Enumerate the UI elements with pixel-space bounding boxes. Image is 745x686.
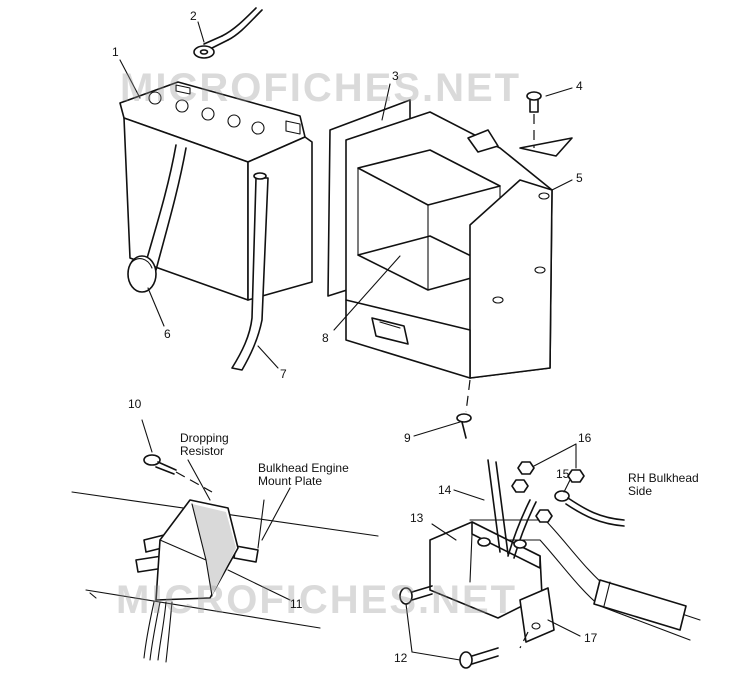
coil-assembly (399, 459, 701, 669)
box-screw-part (526, 91, 542, 148)
callout-10: 10 (128, 397, 142, 411)
callout-16: 16 (578, 431, 592, 445)
callout-2: 2 (190, 9, 197, 23)
callout-11: 11 (290, 597, 303, 611)
callout-8: 8 (322, 331, 329, 345)
resistor-assembly (71, 454, 379, 663)
leader-lines (119, 21, 581, 661)
callout-5: 5 (576, 171, 583, 185)
callout-13: 13 (410, 511, 424, 525)
callout-4: 4 (576, 79, 583, 93)
label-rh-bulkhead-side: RH Bulkhead Side (628, 471, 699, 498)
callout-12: 12 (394, 651, 408, 665)
callout-17: 17 (584, 631, 598, 645)
callout-1: 1 (112, 45, 119, 59)
callout-9: 9 (404, 431, 411, 445)
battery-part (119, 81, 313, 371)
push-rivet-part (456, 379, 472, 439)
callout-7: 7 (280, 367, 287, 381)
callout-14: 14 (438, 483, 452, 497)
battery-box-part (345, 111, 573, 379)
label-bulkhead-engine-mount-plate: Bulkhead Engine Mount Plate (258, 461, 349, 488)
callout-3: 3 (392, 69, 399, 83)
label-dropping-resistor: Dropping Resistor (180, 431, 229, 458)
battery-cable-part (193, 7, 263, 59)
callout-6: 6 (164, 327, 171, 341)
callout-15: 15 (556, 467, 570, 481)
